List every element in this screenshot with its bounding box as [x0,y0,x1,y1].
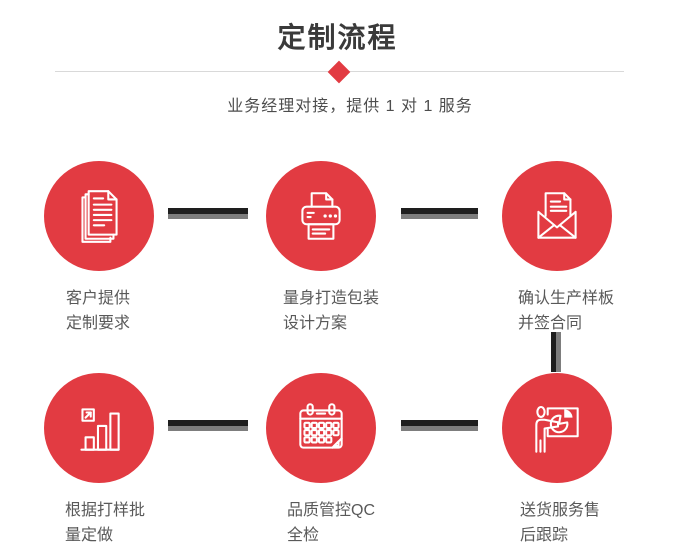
printer-icon [301,192,341,240]
step-6-circle [502,373,612,483]
step-1-circle [44,161,154,271]
calendar-icon [299,403,343,449]
step-3-label: 确认生产样板 并签合同 [518,290,615,332]
step-3-circle [502,161,612,271]
step-2 [266,161,376,271]
step-6-label: 送货服务售 后跟踪 [520,502,601,544]
subtitle: 业务经理对接，提供 1 对 1 服务 [227,98,473,115]
presentation-icon [535,405,579,453]
connector-step2-step3 [401,208,478,219]
bar-chart-icon [80,408,120,451]
step-3 [502,161,612,271]
step-2-label: 量身打造包装 设计方案 [283,290,380,332]
connector-step3-step6 [551,332,561,372]
step-2-circle [266,161,376,271]
connector-step4-step5 [168,420,248,431]
page-title: 定制流程 [277,22,398,53]
step-6 [502,373,612,483]
connector-step1-step2 [168,208,248,219]
envelope-icon [537,192,577,239]
documents-icon [81,190,118,243]
diamond-icon [327,60,351,84]
step-5 [266,373,376,483]
step-4 [44,373,154,483]
step-4-label: 根据打样批 量定做 [65,502,146,544]
step-5-circle [266,373,376,483]
step-4-circle [44,373,154,483]
connector-step5-step6 [401,420,478,431]
step-1 [44,161,154,271]
step-1-label: 客户提供 定制要求 [66,290,131,332]
step-5-label: 品质管控QC 全检 [287,502,376,544]
